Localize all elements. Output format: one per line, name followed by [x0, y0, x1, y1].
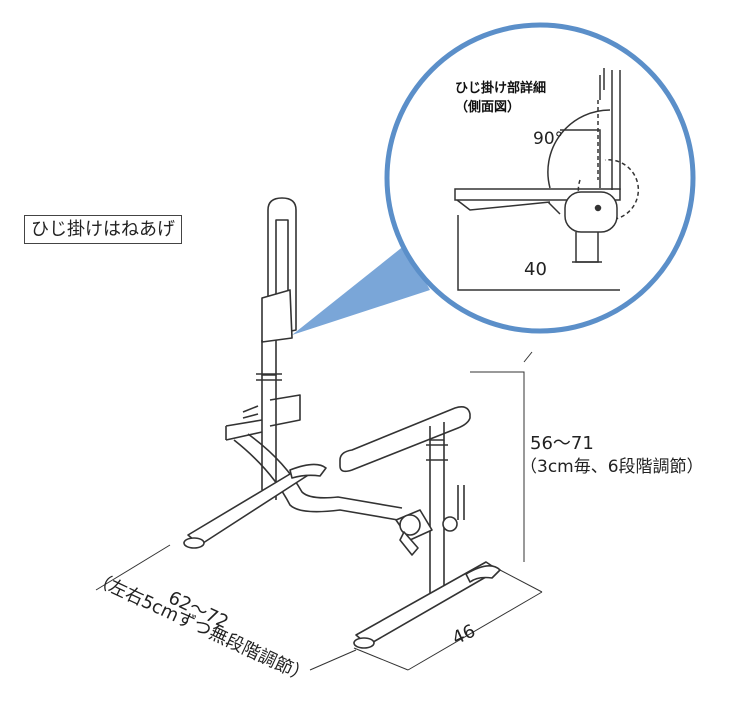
angle-label: 90° [533, 129, 564, 149]
callout-wedge [292, 245, 430, 335]
detail-title: ひじ掛け部詳細 [455, 81, 547, 96]
detail-subtitle: （側面図） [455, 100, 521, 115]
height-adjust-note: （3cm毎、6段階調節） [520, 457, 704, 477]
detail-width-label: 40 [524, 259, 547, 280]
detail-side-view [454, 68, 640, 291]
detail-circle [384, 22, 696, 334]
height-dimension: 56〜71 [530, 433, 594, 454]
armrest-flip-up-label: ひじ掛けはねあげ [24, 215, 182, 244]
dimension-lines [95, 351, 543, 671]
chair-frame [183, 197, 501, 649]
